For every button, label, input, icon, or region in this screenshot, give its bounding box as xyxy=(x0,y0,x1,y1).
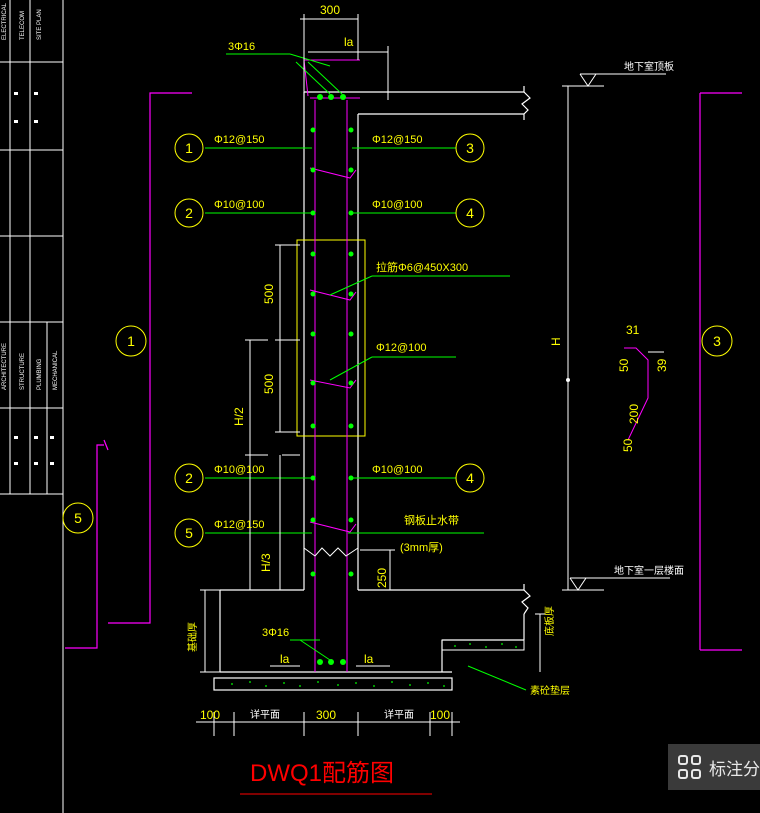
dim-300-top: 300 xyxy=(320,3,340,17)
slab-step xyxy=(441,639,525,651)
waterstop-mark xyxy=(303,547,359,557)
level-markers xyxy=(569,73,670,591)
cushion-hatch xyxy=(231,643,517,687)
callout-4b: 4 xyxy=(466,470,474,486)
annotation-badge[interactable]: 标注分 xyxy=(668,744,760,790)
callout-2b: 2 xyxy=(185,470,193,486)
drawing-title: DWQ1配筋图 xyxy=(250,760,394,787)
dim-100-right: 100 xyxy=(430,708,450,722)
dim-250: 250 xyxy=(375,568,389,588)
badge-text: 标注分 xyxy=(709,759,760,779)
tb-label-structure: STRUCTURE xyxy=(20,353,26,390)
tb-label-siteplan: SITE PLAN xyxy=(37,9,43,40)
tb-small-marks xyxy=(14,92,54,465)
callout-5b: 5 xyxy=(74,510,82,526)
label-foundation-thick: 基础厚 xyxy=(186,622,199,652)
label-slab-thick: 底板厚 xyxy=(543,606,556,636)
dim-500-a: 500 xyxy=(262,284,276,304)
label-detail-left: 详平面 xyxy=(250,708,280,721)
label-r2-left: Φ10@100 xyxy=(214,199,265,211)
label-tie: 拉筋Φ6@450X300 xyxy=(376,260,468,274)
section-brackets xyxy=(65,92,742,651)
rebar-dots xyxy=(310,94,354,665)
label-r2-left-low: Φ10@100 xyxy=(214,464,265,476)
title-block xyxy=(0,0,64,813)
dim-la-left: la xyxy=(280,652,290,666)
dim-100-left: 100 xyxy=(200,708,220,722)
tie-zone-box xyxy=(296,239,366,437)
label-bar-bottom: 3Φ16 xyxy=(262,627,289,639)
label-r4-right-low: Φ10@100 xyxy=(372,464,423,476)
wall-outline xyxy=(213,86,531,691)
label-detail-right: 详平面 xyxy=(384,708,414,721)
callout-1a: 1 xyxy=(185,140,193,156)
label-waterstop: 钢板止水带 xyxy=(404,513,459,527)
tb-label-electrical: ELECTRICAL xyxy=(2,2,8,40)
callouts xyxy=(62,133,733,548)
label-r3-right: Φ12@150 xyxy=(372,134,423,146)
detail-200: 200 xyxy=(627,404,641,424)
detail-31: 31 xyxy=(626,323,640,337)
dim-h-third: H/3 xyxy=(259,553,273,572)
tb-label-telecom: TELECOM xyxy=(20,11,26,40)
level-first-floor: 地下室一层楼面 xyxy=(614,564,684,577)
hook-detail xyxy=(624,347,649,441)
dim-lines xyxy=(196,14,604,736)
callout-5a: 5 xyxy=(185,525,193,541)
rebar-verticals xyxy=(303,59,360,672)
dim-la-right: la xyxy=(364,652,374,666)
label-mid-right: Φ12@100 xyxy=(376,342,427,354)
callout-3b: 3 xyxy=(713,333,721,349)
dim-ticks xyxy=(566,378,570,382)
label-r4-right: Φ10@100 xyxy=(372,199,423,211)
callout-4a: 4 xyxy=(466,205,474,221)
detail-50a: 50 xyxy=(617,358,631,372)
callout-3a: 3 xyxy=(466,140,474,156)
dim-300-bottom: 300 xyxy=(316,708,336,722)
grid-icon xyxy=(678,755,701,779)
label-cushion: 素砼垫层 xyxy=(530,684,570,697)
dim-500-b: 500 xyxy=(262,374,276,394)
tb-label-plumbing: PLUMBING xyxy=(37,358,43,390)
dim-h-total: H xyxy=(549,337,563,346)
tb-label-mechanical: MECHANICAL xyxy=(53,350,59,390)
detail-39: 39 xyxy=(655,358,669,372)
callout-2a: 2 xyxy=(185,205,193,221)
label-r5-left: Φ12@150 xyxy=(214,519,265,531)
leaders xyxy=(205,53,527,691)
label-bar-top: 3Φ16 xyxy=(228,41,255,53)
label-r1-left: Φ12@150 xyxy=(214,134,265,146)
dim-h-half: H/2 xyxy=(232,407,246,426)
detail-50b: 50 xyxy=(621,438,635,452)
label-waterstop-thick: (3mm厚) xyxy=(400,541,443,554)
callout-1b: 1 xyxy=(127,333,135,349)
dim-la-top: la xyxy=(344,35,354,49)
level-top-slab: 地下室顶板 xyxy=(624,60,674,73)
tb-label-architecture: ARCHITECTURE xyxy=(2,343,8,390)
